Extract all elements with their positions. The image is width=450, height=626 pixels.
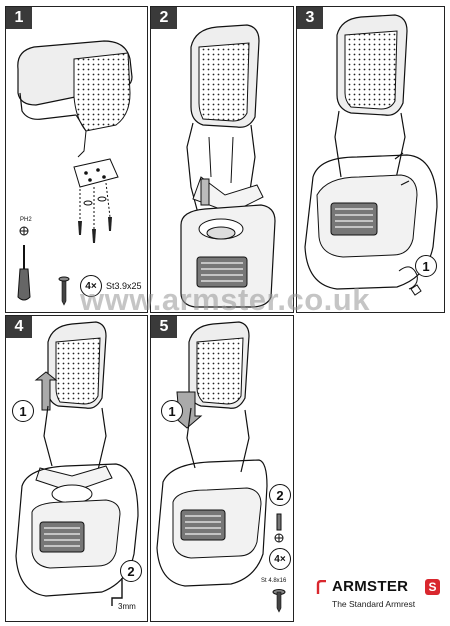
quantity-callout: 4× xyxy=(269,548,291,570)
bit-size-label: PH2 xyxy=(20,217,32,223)
armrest-fitted-illustration xyxy=(304,14,438,296)
step-number-2: 2 xyxy=(151,7,177,29)
step-panel-3: 3 1 xyxy=(296,6,445,313)
armrest-slide-illustration xyxy=(15,321,139,606)
screw-size-label: St 4.8x16 xyxy=(261,578,287,584)
armrest-secure-illustration xyxy=(156,321,286,613)
brand-mark-icon xyxy=(316,580,326,594)
step-number-1: 1 xyxy=(6,7,32,29)
screw-size-label: St3.9x25 xyxy=(106,281,142,291)
quantity-callout: 4× xyxy=(80,275,102,297)
armrest-parts-illustration xyxy=(17,40,133,306)
armrest-installation-illustration xyxy=(180,24,276,308)
brand-tagline: The Standard Armrest xyxy=(332,599,416,609)
step-callout: 1 xyxy=(415,255,437,277)
watermark: www.armster.co.uk xyxy=(80,282,370,317)
step-callout-2: 2 xyxy=(269,484,291,506)
step-callout-1: 1 xyxy=(12,400,34,422)
brand-badge: S xyxy=(425,579,440,595)
step-callout-1: 1 xyxy=(161,400,183,422)
step-callout-2: 2 xyxy=(120,560,142,582)
step-panel-2: 2 xyxy=(150,6,294,313)
step-panel-1: 1 PH2 4× St3.9x25 xyxy=(5,6,148,313)
clearance-label: 3mm xyxy=(118,602,136,611)
step-panel-5: 5 1 2 4× St 4.8x16 xyxy=(150,315,294,622)
step-panel-4: 4 1 2 3mm xyxy=(5,315,148,622)
brand-logo: ARMSTER S The Standard Armrest xyxy=(316,576,446,616)
brand-name: ARMSTER xyxy=(332,578,409,595)
step-number-5: 5 xyxy=(151,316,177,338)
step-number-4: 4 xyxy=(6,316,32,338)
step-number-3: 3 xyxy=(297,7,323,29)
